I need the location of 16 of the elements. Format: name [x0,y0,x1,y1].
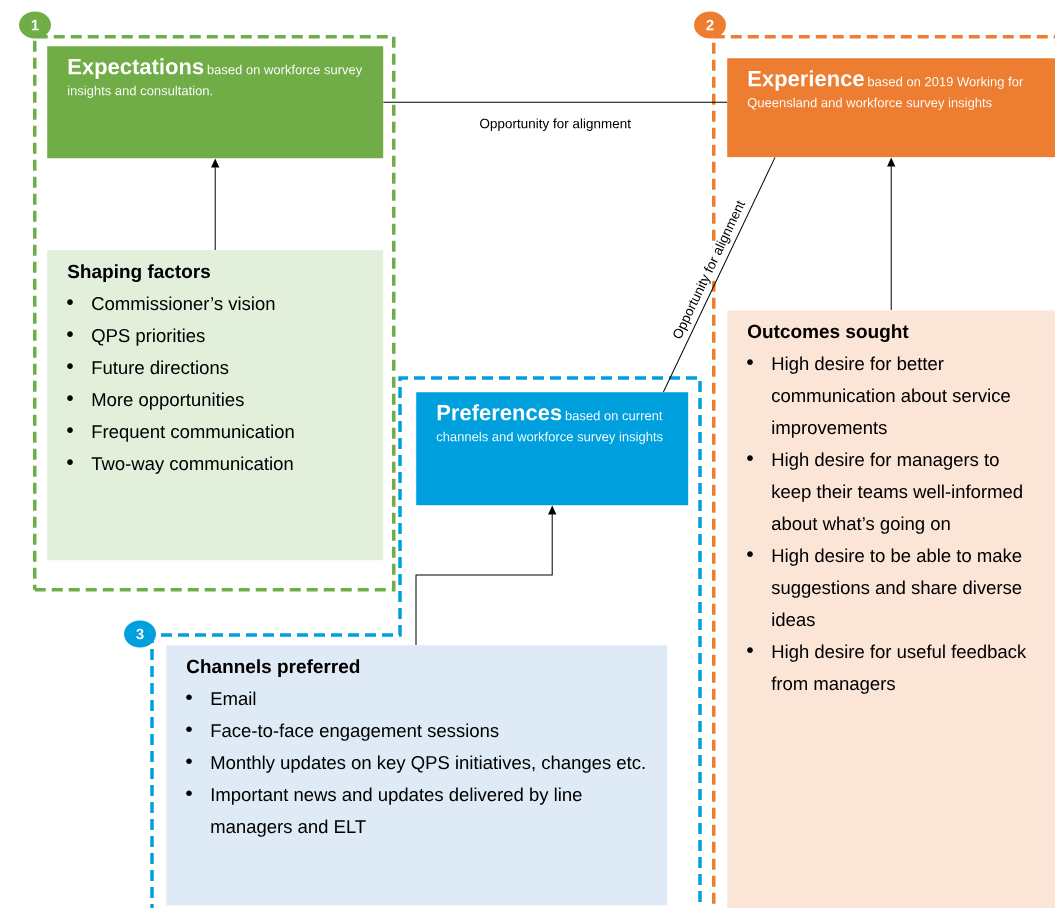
arrow [887,158,896,311]
edge-label: Opportunity for alignment [477,116,633,133]
arrow [211,159,220,251]
heading-box: Experience based on 2019 Working for Queensland and workforce survey insights [727,58,1055,158]
connector-line [662,156,776,393]
bullet-list-box: Outcomes sought High desire for better communication about service improvements High desire for managers to keep their teams well-informed about what’s going on High desire to be able to make suggestions and share diverse ideas High desire for useful feedback from managers [727,310,1055,908]
number-badge: 2 [694,11,726,39]
bullet-list-box: Channels preferred Email Face-to-face engagement sessions Monthly updates on key QPS initiatives, changes etc. Important news and updates delivered by line managers and ELT [166,645,668,906]
bullet-list-box: Shaping factors Commissioner’s vision QPS priorities Future directions More opportunities Frequent communication Two-way communication [47,250,384,561]
number-badge: 1 [19,11,51,39]
connector-line [382,101,728,103]
heading-box: Preferences based on current channels and workforce survey insights [416,392,689,506]
arrow [415,506,557,646]
number-badge: 3 [124,620,156,648]
dashed-region [33,35,396,592]
heading-box: Expectations based on workforce survey insights and consultation. [47,46,384,159]
